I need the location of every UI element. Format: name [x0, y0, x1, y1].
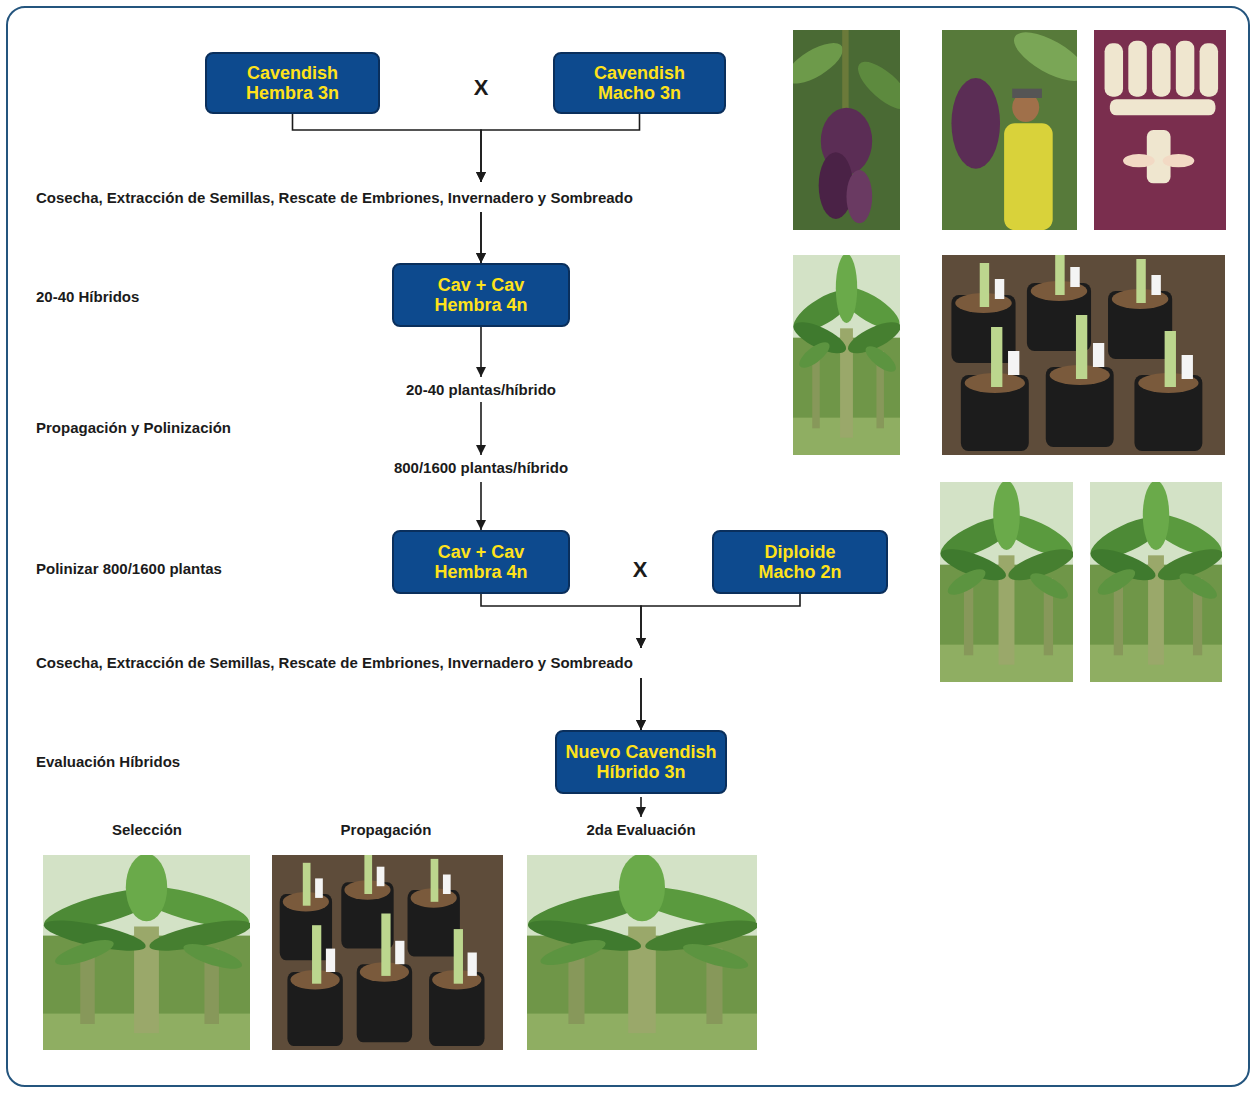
banana-plant-photo	[1085, 481, 1226, 682]
cross-symbol: X	[633, 557, 648, 583]
plantlets-photo	[942, 255, 1225, 455]
connector-segment	[641, 594, 800, 648]
outer-frame	[7, 7, 1249, 1086]
propagation-photo	[272, 855, 503, 1050]
connector-segment	[481, 114, 640, 182]
box-text: Nuevo Cavendish Híbrido 3n	[561, 742, 721, 782]
flow-connector	[481, 327, 482, 530]
connector-segment	[640, 678, 642, 730]
process-box: Cavendish Hembra 3n	[205, 52, 380, 114]
connector-segment	[480, 482, 482, 530]
flow-connector	[641, 594, 800, 730]
banana-plant-photo	[789, 254, 903, 455]
flower-closeup-photo	[1094, 30, 1226, 230]
connector-segment	[480, 212, 482, 263]
evaluation-photo	[519, 854, 765, 1050]
box-text: Cav + Cav Hembra 4n	[416, 275, 546, 315]
box-text: Cav + Cav Hembra 4n	[416, 542, 546, 582]
cross-symbol: X	[474, 75, 489, 101]
connector-segment	[293, 114, 482, 182]
step-label: Propagación y Polinización	[36, 419, 231, 437]
connector-segment	[480, 212, 482, 263]
flow-connector	[293, 114, 482, 263]
step-label: Evaluación Híbridos	[36, 753, 180, 771]
box-text: Diploide Macho 2n	[745, 542, 855, 582]
process-box: Cavendish Macho 3n	[553, 52, 726, 114]
step-label: 20-40 Híbridos	[36, 288, 139, 306]
box-text: Cavendish Macho 3n	[575, 63, 705, 103]
photo-caption: Propagación	[341, 821, 432, 839]
process-box: Diploide Macho 2n	[712, 530, 888, 594]
step-label: Cosecha, Extracción de Semillas, Rescate…	[36, 654, 633, 672]
photo-caption: 2da Evaluación	[586, 821, 695, 839]
box-text: Cavendish Hembra 3n	[228, 63, 358, 103]
flow-arrow	[640, 797, 642, 817]
step-label: Cosecha, Extracción de Semillas, Rescate…	[36, 189, 633, 207]
banana-plant-photo	[935, 481, 1077, 682]
connector-segment	[481, 594, 641, 648]
count-label: 800/1600 plantas/híbrido	[394, 459, 568, 477]
banana-flower-photo	[780, 30, 917, 230]
step-label: Polinizar 800/1600 plantas	[36, 560, 222, 578]
flow-connector	[481, 114, 640, 263]
count-label: 20-40 plantas/híbrido	[406, 381, 556, 399]
pollination-photo	[942, 23, 1093, 230]
connector-segment	[480, 327, 482, 377]
process-box: Cav + Cav Hembra 4n	[392, 530, 570, 594]
selection-photo	[36, 854, 257, 1050]
process-box: Nuevo Cavendish Híbrido 3n	[555, 730, 727, 794]
connector-segment	[640, 678, 642, 730]
process-box: Cav + Cav Hembra 4n	[392, 263, 570, 327]
photo-caption: Selección	[112, 821, 182, 839]
connector-segment	[480, 402, 482, 455]
